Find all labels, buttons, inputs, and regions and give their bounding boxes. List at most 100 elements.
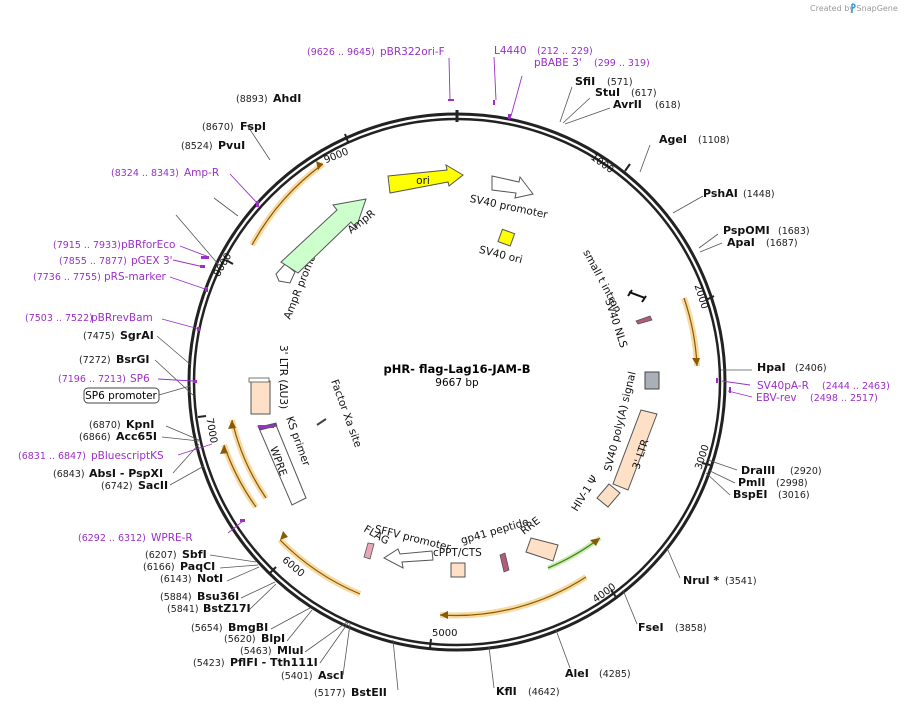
plasmid-name: pHR- flag-Lag16-JAM-B bbox=[383, 362, 530, 376]
svg-text:cPPT/CTS: cPPT/CTS bbox=[433, 547, 482, 559]
tick-label-7000: 7000 bbox=[203, 417, 218, 444]
sp6-promoter-label: SP6 promoter bbox=[83, 385, 191, 404]
enzyme-apa: ApaI bbox=[727, 236, 755, 249]
svg-text:(9626 .. 9645): (9626 .. 9645) bbox=[307, 47, 375, 58]
svg-text:(6831 .. 6847): (6831 .. 6847) bbox=[18, 451, 86, 462]
svg-text:(6166): (6166) bbox=[143, 562, 175, 573]
feature-ori: ori bbox=[387, 164, 464, 194]
svg-text:(2498 .. 2517): (2498 .. 2517) bbox=[810, 393, 878, 404]
feature-3-ltr-du3: 3' LTR (ΔU3) bbox=[248, 345, 289, 415]
feature-sv40-ori: SV40 ori bbox=[478, 228, 524, 266]
svg-text:Factor Xa site: Factor Xa site bbox=[328, 378, 364, 449]
primer-pbrforeco: pBRforEco bbox=[121, 239, 175, 251]
svg-text:(1687): (1687) bbox=[766, 238, 798, 249]
enzyme-kpn: KpnI bbox=[126, 418, 154, 431]
tick-label-5000: 5000 bbox=[432, 628, 457, 639]
enzyme-leaders bbox=[154, 86, 752, 691]
svg-text:(6866): (6866) bbox=[79, 432, 111, 443]
svg-text:(5177): (5177) bbox=[314, 688, 346, 699]
svg-text:(5841): (5841) bbox=[167, 604, 199, 615]
svg-text:(7915 .. 7933): (7915 .. 7933) bbox=[53, 240, 121, 251]
enzyme-age: AgeI bbox=[659, 133, 687, 146]
enzyme-absi: AbsI - PspXI bbox=[89, 467, 163, 480]
svg-text:(7272): (7272) bbox=[79, 355, 111, 366]
svg-text:(3541): (3541) bbox=[725, 576, 757, 587]
svg-text:(6207): (6207) bbox=[145, 550, 177, 561]
svg-text:(299 .. 319): (299 .. 319) bbox=[594, 58, 650, 69]
primer-labels: pBR322ori-F (9626 .. 9645) L4440 (212 ..… bbox=[18, 45, 890, 544]
primer-wpre-r: WPRE-R bbox=[151, 532, 193, 544]
svg-text:gp41 peptide: gp41 peptide bbox=[460, 516, 531, 547]
primer-marks bbox=[193, 99, 731, 522]
svg-text:ori: ori bbox=[416, 175, 430, 187]
svg-text:(3016): (3016) bbox=[778, 490, 810, 501]
svg-text:(6870): (6870) bbox=[89, 420, 121, 431]
svg-text:(7196 .. 7213): (7196 .. 7213) bbox=[58, 374, 126, 385]
svg-text:SV40 promoter: SV40 promoter bbox=[469, 193, 550, 221]
svg-text:(2406): (2406) bbox=[795, 363, 827, 374]
enzyme-bsu36: Bsu36I bbox=[197, 590, 239, 603]
feature-gp41: gp41 peptide bbox=[460, 516, 531, 573]
svg-text:(6742): (6742) bbox=[101, 481, 133, 492]
svg-text:(5423): (5423) bbox=[193, 658, 225, 669]
enzyme-ale: AleI bbox=[565, 667, 589, 680]
primer-pbabe3: pBABE 3' bbox=[534, 57, 582, 69]
svg-text:(7475): (7475) bbox=[83, 331, 115, 342]
enzyme-psha: PshAI bbox=[703, 187, 738, 200]
enzyme-sbf: SbfI bbox=[182, 548, 207, 561]
primer-ebv-rev: EBV-rev bbox=[756, 392, 797, 404]
feature-sv40-promoter: SV40 promoter bbox=[469, 175, 550, 221]
svg-text:(5654): (5654) bbox=[191, 623, 223, 634]
primer-pgex3: pGEX 3' bbox=[131, 255, 173, 267]
svg-text:(4642): (4642) bbox=[528, 687, 560, 698]
enzyme-ahd: AhdI bbox=[273, 92, 301, 105]
enzyme-blp: BlpI bbox=[261, 632, 285, 645]
snapgene-logo-icon bbox=[851, 3, 856, 13]
svg-text:(8324 .. 8343): (8324 .. 8343) bbox=[111, 168, 179, 179]
primer-pbrrevbam: pBRrevBam bbox=[91, 312, 153, 324]
enzyme-draiii: DraIII bbox=[741, 464, 775, 477]
enzyme-pflfi: PflFI - Tth111I bbox=[230, 656, 318, 669]
svg-text:(8893): (8893) bbox=[236, 94, 268, 105]
primer-amp-r: Amp-R bbox=[184, 167, 219, 179]
svg-text:(8524): (8524) bbox=[181, 141, 213, 152]
enzyme-bspe: BspEI bbox=[733, 488, 767, 501]
svg-text:(1683): (1683) bbox=[778, 226, 810, 237]
svg-text:SP6 promoter: SP6 promoter bbox=[85, 390, 157, 402]
enzyme-labels: SfiI (571) StuI (617) AvrII (618) AgeI (… bbox=[53, 75, 827, 699]
credit-text: Created by SnapGene bbox=[810, 4, 898, 13]
enzyme-pvu: PvuI bbox=[218, 139, 245, 152]
primer-pbr322ori-f: pBR322ori-F bbox=[380, 46, 445, 58]
enzyme-not: NotI bbox=[197, 572, 223, 585]
svg-text:(5620): (5620) bbox=[224, 634, 256, 645]
enzyme-mlu: MluI bbox=[277, 644, 304, 657]
plasmid-size: 9667 bp bbox=[435, 377, 479, 389]
enzyme-sfi: SfiI bbox=[575, 75, 595, 88]
primer-l4440: L4440 bbox=[494, 45, 527, 57]
enzyme-paqc: PaqCI bbox=[180, 560, 215, 573]
svg-text:(618): (618) bbox=[655, 100, 681, 111]
svg-text:(2998): (2998) bbox=[776, 478, 808, 489]
enzyme-asc: AscI bbox=[318, 669, 344, 682]
svg-text:(6143): (6143) bbox=[160, 574, 192, 585]
enzyme-pml: PmlI bbox=[738, 476, 765, 489]
svg-text:(617): (617) bbox=[631, 88, 657, 99]
svg-text:(5884): (5884) bbox=[160, 592, 192, 603]
svg-text:(2444 .. 2463): (2444 .. 2463) bbox=[822, 381, 890, 392]
enzyme-sgra: SgrAI bbox=[120, 329, 154, 342]
svg-text:(5401): (5401) bbox=[281, 671, 313, 682]
primer-sp6: SP6 bbox=[130, 373, 150, 385]
svg-text:(212 .. 229): (212 .. 229) bbox=[537, 46, 593, 57]
feature-sv40-nls: SV40 NLS bbox=[602, 297, 653, 350]
svg-text:3' LTR (ΔU3): 3' LTR (ΔU3) bbox=[277, 345, 289, 409]
primer-sv40pa-r: SV40pA-R bbox=[757, 380, 809, 392]
svg-text:(6292 .. 6312): (6292 .. 6312) bbox=[78, 533, 146, 544]
svg-text:(1108): (1108) bbox=[698, 135, 730, 146]
primer-leaders bbox=[157, 56, 753, 534]
svg-text:(571): (571) bbox=[607, 77, 633, 88]
enzyme-bsteii: BstEII bbox=[351, 686, 387, 699]
svg-text:(8670): (8670) bbox=[202, 122, 234, 133]
feature-hiv-psi: HIV-1 Ψ bbox=[569, 474, 621, 514]
enzyme-sacii: SacII bbox=[138, 479, 168, 492]
